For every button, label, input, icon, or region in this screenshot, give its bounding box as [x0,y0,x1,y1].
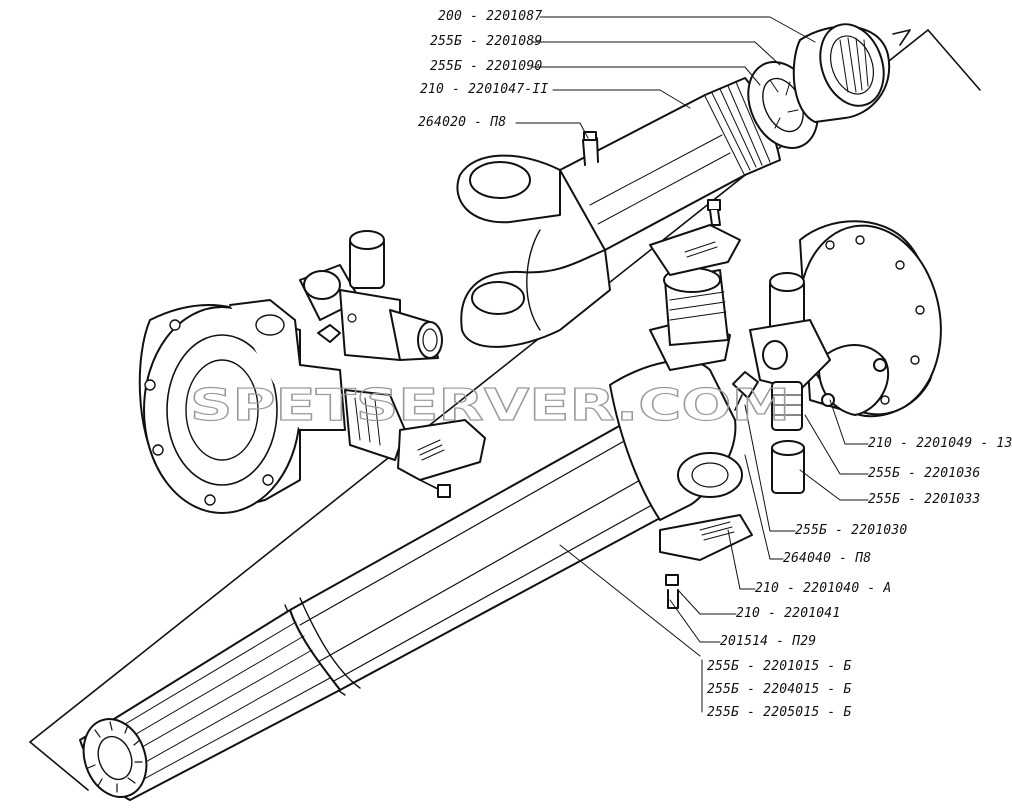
splined-shaft-end [79,609,341,801]
left-flange-yoke [138,299,346,514]
part-label-264040-p8: 264040 - П8 [783,551,872,566]
right-welded-yoke [609,319,759,609]
part-label-264020-p8: 264020 - П8 [418,115,507,130]
part-label-255b-2204015-b: 255Б - 2204015 - Б [707,682,852,697]
part-label-255b-2201036: 255Б - 2201036 [868,466,981,481]
part-label-210-2201041: 210 - 2201041 [736,606,841,621]
left-bearing-and-plate [344,389,486,498]
right-bearing-cup-upper [649,199,741,346]
part-label-255b-2201033: 255Б - 2201033 [868,492,981,507]
part-label-201514-p29: 201514 - П29 [720,634,817,649]
part-label-255b-2201089: 255Б - 2201089 [430,34,543,49]
part-label-255b-2205015-b: 255Б - 2205015 - Б [707,705,852,720]
upper-sliding-yoke [456,77,781,348]
main-shaft-tube [284,417,680,696]
watermark-logo: SPETSERVER.COM [190,380,790,431]
leader-lines [515,16,869,713]
part-label-210-2201040-a: 210 - 2201040 - А [755,581,892,596]
part-label-255b-2201090: 255Б - 2201090 [430,59,543,74]
part-label-210-2201047-11: 210 - 2201047-II [420,82,549,97]
right-flange-and-cross [749,220,942,494]
left-universal-cross [299,230,443,361]
part-label-255b-2201030: 255Б - 2201030 [795,523,908,538]
spline-cap [792,23,891,123]
part-label-200-2201087: 200 - 2201087 [438,9,543,24]
part-label-255b-2201015-b: 255Б - 2201015 - Б [707,659,852,674]
part-label-210-2201049-13: 210 - 2201049 - 13 [868,436,1012,451]
